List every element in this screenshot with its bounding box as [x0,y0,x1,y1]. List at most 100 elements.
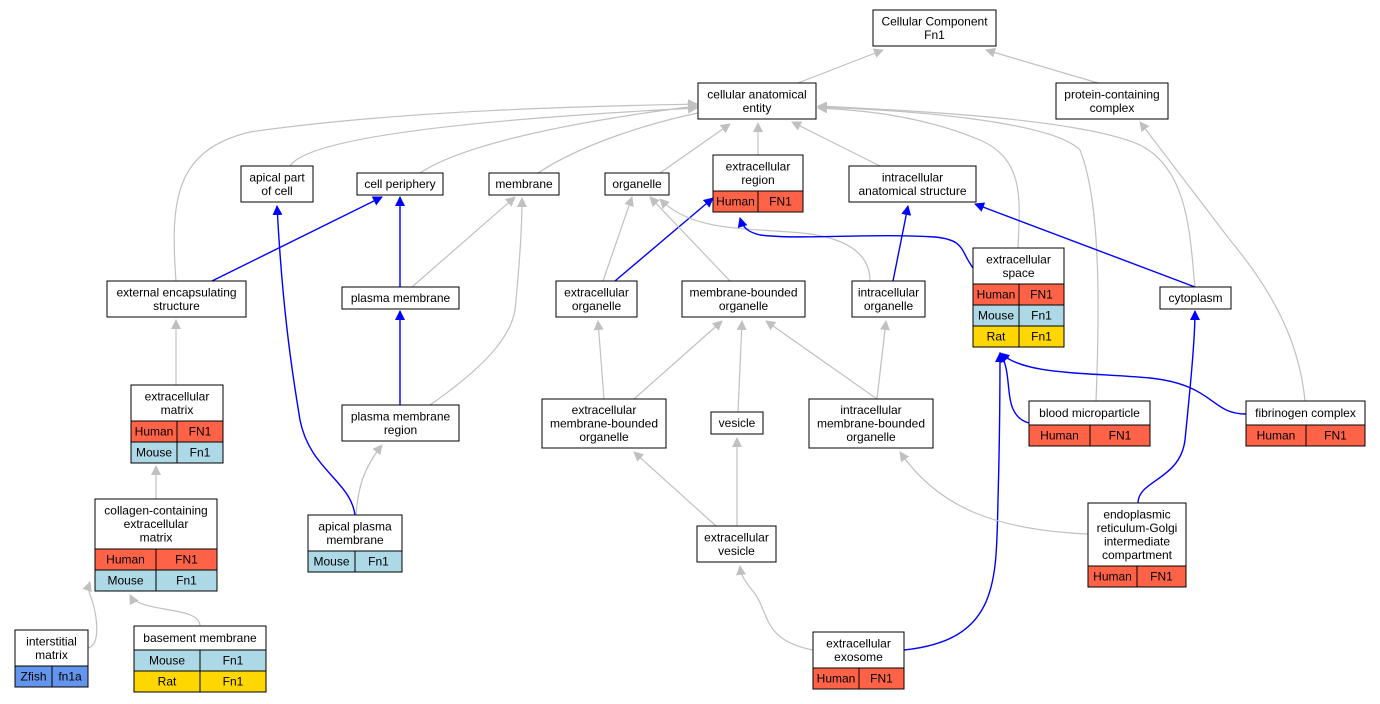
node-ees-label-line: structure [153,299,200,313]
edge-ev-to-embo-is-a [633,451,717,527]
node-ergic-box [1087,502,1187,567]
node-imbo-label-line: membrane-bounded [817,417,925,431]
species-label: Rat [987,330,1006,344]
gene-cell [155,569,218,592]
species-label: Human [135,425,174,439]
gene-label: FN1 [1109,429,1132,443]
node-apm-label-line: membrane [326,533,384,547]
node-root-label-line: Fn1 [924,28,945,42]
node-ev-box [696,525,777,563]
node-pcc-label-line: protein-containing [1064,87,1159,101]
node-embo-label-line: extracellular [572,403,637,417]
gene-label: Fn1 [223,675,244,689]
edge-io-to-ias-part-of [892,205,912,282]
node-apc-label-line: of cell [261,184,292,198]
node-cp-box [356,172,444,196]
node-apc-label-line: apical part [249,170,305,184]
node-embo-label-line: organelle [579,430,629,444]
edge-imbo-to-io-is-a [876,320,890,400]
node-fc-label-line: fibrinogen complex [1255,406,1356,420]
edge-mbo-to-org-is-a [649,196,731,282]
node-cp[interactable]: cell periphery [356,172,444,196]
edge-fc-to-es-part-of [999,352,1247,415]
node-pmr-label-line: region [384,423,417,437]
gene-label: FN1 [769,195,792,209]
edge-imbo-to-mbo-is-a [765,320,878,400]
species-label: Human [817,672,856,686]
node-ccem-label-line: extracellular [124,517,189,531]
node-ves-label-line: vesicle [719,416,756,430]
node-er-label-line: extracellular [726,159,791,173]
node-pmr-label-line: plasma membrane [351,409,451,423]
species-label: Human [977,288,1016,302]
edge-ves-to-mbo-is-a [736,320,747,413]
node-cae-box [697,82,817,120]
gene-cell [51,665,89,688]
edge-pm-to-mem-is-a [411,196,516,288]
node-apm-box [307,514,403,552]
node-eo-label-line: organelle [572,299,622,313]
node-ias-label-line: intracellular [882,170,943,184]
gene-cell [1305,424,1366,447]
node-mbo-label-line: membrane-bounded [689,285,797,299]
node-io-label-line: intracellular [858,285,919,299]
edge-pmr-to-mem-is-a [429,197,527,406]
species-label: Rat [158,675,177,689]
node-org[interactable]: organelle [604,172,670,196]
node-ecm-box [130,384,224,422]
edge-embo-to-eo-is-a [593,320,605,400]
node-ergic-label-line: endoplasmic [1103,507,1170,521]
node-ev-label-line: vesicle [718,544,755,558]
node-mem[interactable]: membrane [488,172,560,196]
node-imbo-label-line: organelle [846,430,896,444]
species-label: Mouse [978,309,1014,323]
edge-org-to-cae-is-a [659,123,731,174]
node-ergic[interactable]: endoplasmicreticulum-Golgiintermediateco… [1087,502,1187,588]
gene-cell [1136,565,1187,588]
node-cae-label-line: entity [743,101,772,115]
node-ccem[interactable]: collagen-containingextracellularmatrixHu… [94,498,218,592]
gene-label: FN1 [1150,570,1173,584]
node-pm[interactable]: plasma membrane [341,286,460,310]
node-pcc-label-line: complex [1090,101,1135,115]
node-cyt[interactable]: cytoplasm [1159,286,1232,310]
node-ves[interactable]: vesicle [710,411,764,435]
node-apc-box [240,165,314,203]
edge-im-to-ccem-is-a [82,581,98,649]
species-label: Mouse [149,654,185,668]
gene-cell [176,441,224,464]
node-ergic-label-line: reticulum-Golgi [1097,521,1178,535]
gene-label: FN1 [1324,429,1347,443]
gene-cell [354,550,403,573]
node-eo-label-line: extracellular [564,285,629,299]
edge-ergic-to-cyt-part-of [1137,310,1200,504]
gene-label: FN1 [1030,288,1053,302]
node-exo-label-line: extracellular [826,636,891,650]
gene-label: fn1a [58,670,82,684]
node-ees-label-line: external encapsulating [116,285,236,299]
gene-label: Fn1 [1031,309,1052,323]
node-embo-label-line: membrane-bounded [550,417,658,431]
